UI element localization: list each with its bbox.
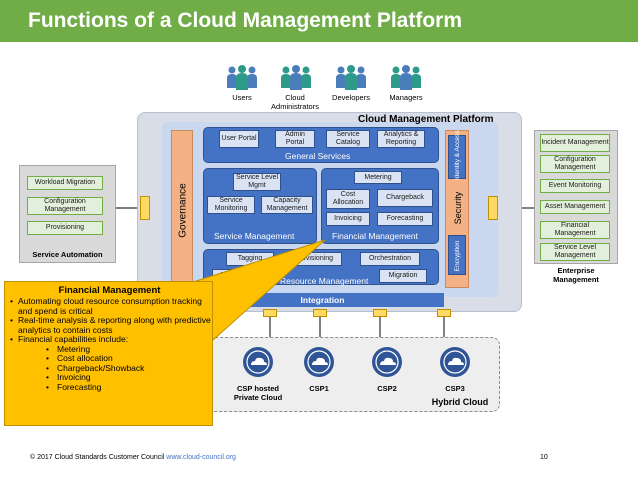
page-title: Functions of a Cloud Management Platform [28, 9, 463, 32]
developers-label: Developers [332, 93, 370, 102]
users-icon [224, 63, 260, 91]
platform-title: Cloud Management Platform [358, 114, 494, 125]
callout-sub-bullet: Forecasting [9, 382, 213, 393]
copyright: © 2017 Cloud Standards Customer Council [30, 454, 165, 461]
callout-bullet: Automating cloud resource consumption tr… [9, 296, 213, 316]
csp2-label: CSP2 [377, 384, 397, 393]
callout-bullet: Real-time analysis & reporting along wit… [9, 315, 213, 335]
cloud-icon [242, 346, 274, 378]
callout-bullet: Financial capabilities include: [9, 334, 213, 345]
financial-management-item: Financial Management [540, 221, 610, 239]
users-label: Users [232, 93, 252, 102]
user-portal-box: User Portal [219, 130, 259, 148]
enterprise-management-caption: Enterprise Management [553, 266, 599, 284]
migration-box: Migration [379, 269, 427, 283]
service-management-label: Service Management [214, 231, 295, 241]
asset-management-item: Asset Management [540, 200, 610, 214]
security-bar: Identity & Access Security Encryption [445, 130, 469, 288]
cost-allocation-box: Cost Allocation [326, 189, 370, 209]
orchestration-box: Orchestration [360, 252, 420, 266]
service-catalog-box: Service Catalog [326, 130, 370, 148]
managers-label: Managers [389, 93, 423, 102]
page-number: 10 [540, 454, 548, 461]
callout-sub-bullet: Cost allocation [9, 353, 213, 364]
csp1-label: CSP1 [309, 384, 329, 393]
general-services-label: General Services [285, 151, 351, 161]
cloud-icon [303, 346, 335, 378]
financial-management-label: Financial Management [332, 231, 418, 241]
developers-icon [333, 63, 369, 91]
service-level-mgmt-box: Service Level Mgmt [233, 173, 281, 191]
service-monitoring-box: Service Monitoring [207, 196, 255, 214]
callout-list: Automating cloud resource consumption tr… [9, 296, 213, 393]
callout-sub-bullet: Metering [9, 344, 213, 355]
title-bar: Functions of a Cloud Management Platform [0, 0, 638, 42]
metering-box: Metering [354, 171, 402, 184]
footer-link[interactable]: www.cloud-council.org [166, 454, 236, 461]
configuration-management-item: Configuration Management [540, 155, 610, 173]
financial-management-callout: Financial Management Automating cloud re… [4, 281, 213, 426]
managers-icon [388, 63, 424, 91]
enterprise-management-panel [534, 130, 618, 264]
integration-connector [437, 309, 451, 317]
chargeback-box: Chargeback [377, 189, 433, 207]
capacity-management-box: Capacity Management [261, 196, 313, 214]
hybrid-cloud-label: Hybrid Cloud [431, 397, 489, 407]
incident-management-item: Incident Management [540, 134, 610, 152]
service-automation-caption: Service Automation [32, 250, 103, 259]
identity-access-box: Identity & Access [448, 131, 466, 180]
cloud-administrators-label: Cloud Administrators [271, 93, 319, 111]
callout-sub-bullet: Invoicing [9, 372, 213, 383]
left-connector [140, 196, 150, 220]
admin-portal-box: Admin Portal [275, 130, 315, 148]
right-connector [488, 196, 498, 220]
service-level-management-item: Service Level Management [540, 243, 610, 261]
resource-management-label: Resource Management [280, 276, 369, 286]
csp-private-cloud-label: CSP hosted Private Cloud [233, 384, 283, 402]
configuration-management-item: Configuration Management [27, 197, 103, 215]
provisioning-item: Provisioning [27, 221, 103, 235]
integration-connector [263, 309, 277, 317]
forecasting-box: Forecasting [377, 212, 433, 226]
footer: © 2017 Cloud Standards Customer Council … [30, 454, 236, 461]
callout-title: Financial Management [58, 285, 161, 296]
analytics-reporting-box: Analytics & Reporting [377, 130, 425, 148]
workload-migration-item: Workload Migration [27, 176, 103, 190]
invoicing-box: Invoicing [326, 212, 370, 226]
csp3-label: CSP3 [445, 384, 465, 393]
encryption-box: Encryption [448, 235, 466, 275]
cloud-icon [371, 346, 403, 378]
event-monitoring-item: Event Monitoring [540, 179, 610, 193]
integration-label: Integration [300, 295, 345, 305]
integration-connector [373, 309, 387, 317]
cloud-administrators-icon [278, 63, 314, 91]
cloud-icon [439, 346, 471, 378]
integration-connector [313, 309, 327, 317]
callout-sub-bullet: Chargeback/Showback [9, 363, 213, 374]
